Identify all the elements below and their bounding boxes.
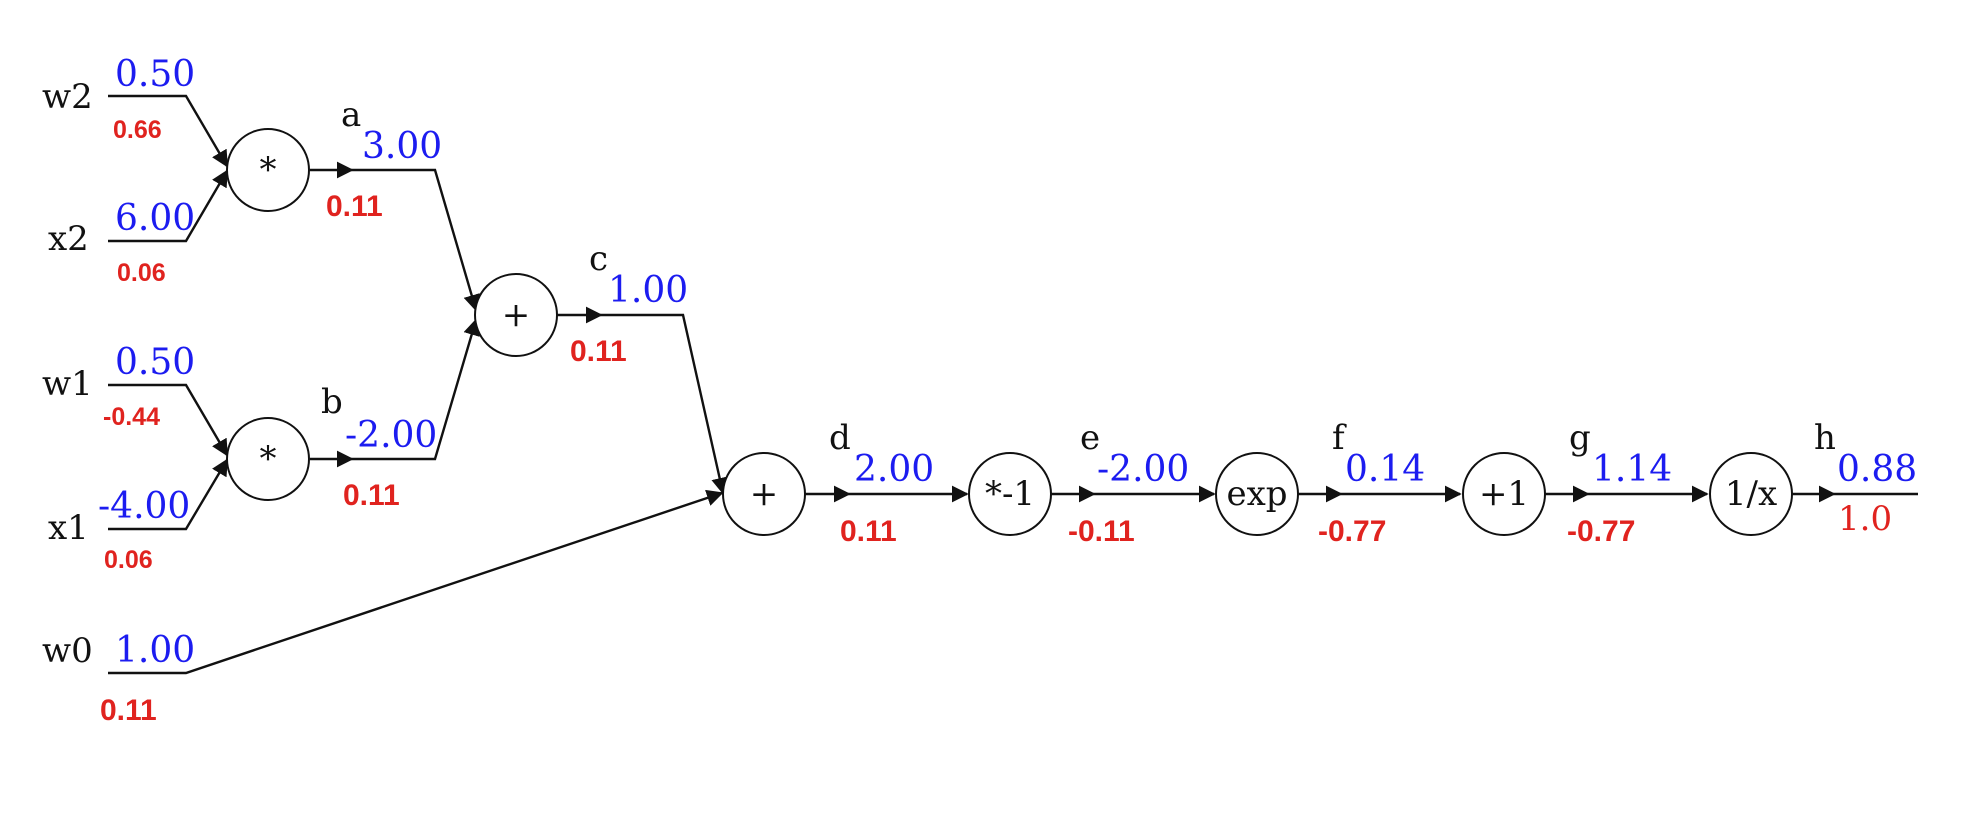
edge-x1 xyxy=(108,458,229,531)
input-x1: x1 -4.00 0.06 xyxy=(48,486,190,574)
input-w1-grad: -0.44 xyxy=(103,403,160,431)
input-x2-label: x2 xyxy=(48,219,89,259)
edge-a-grad: 0.11 xyxy=(326,190,383,223)
node-add-c: + xyxy=(474,273,558,357)
edge-c xyxy=(601,313,728,495)
edge-e-grad: -0.11 xyxy=(1068,515,1135,548)
input-w0: w0 1.00 0.11 xyxy=(42,630,195,727)
node-mul-bottom: * xyxy=(226,417,310,501)
input-x1-value: -4.00 xyxy=(98,486,190,527)
edge-c-grad: 0.11 xyxy=(570,335,627,368)
edge-b-grad: 0.11 xyxy=(343,479,400,512)
node-recip-label: 1/x xyxy=(1725,474,1777,514)
edge-x2 xyxy=(108,169,229,243)
edge-w1 xyxy=(108,383,229,457)
edge-d-grad: 0.11 xyxy=(840,515,897,548)
edge-f-label: f xyxy=(1332,418,1347,458)
edge-h-value: 0.88 xyxy=(1837,449,1917,490)
node-plus-one-label: +1 xyxy=(1479,474,1529,514)
edge-g-annot: g 1.14 -0.77 xyxy=(1567,418,1672,548)
edge-e-annot: e -2.00 -0.11 xyxy=(1068,418,1189,548)
edge-a xyxy=(352,168,480,312)
edge-d-annot: d 2.00 0.11 xyxy=(829,418,934,548)
input-x2: x2 6.00 0.06 xyxy=(48,198,195,287)
node-plus-one: +1 xyxy=(1462,452,1546,536)
edge-h-annot: h 0.88 1.0 xyxy=(1814,418,1917,539)
edge-w2 xyxy=(108,94,229,168)
node-add-d: + xyxy=(722,452,806,536)
input-w0-grad: 0.11 xyxy=(100,694,157,727)
input-x2-grad: 0.06 xyxy=(117,259,166,287)
edge-g-grad: -0.77 xyxy=(1567,515,1635,548)
node-recip: 1/x xyxy=(1709,452,1793,536)
input-x2-value: 6.00 xyxy=(115,198,195,239)
node-add-d-label: + xyxy=(750,474,779,514)
edge-b-value: -2.00 xyxy=(345,415,437,456)
node-exp: exp xyxy=(1215,452,1299,536)
edge-c-annot: c 1.00 0.11 xyxy=(570,239,688,368)
edge-a-annot: a 3.00 0.11 xyxy=(326,95,442,223)
edge-h-grad: 1.0 xyxy=(1838,499,1892,539)
edge-g-value: 1.14 xyxy=(1592,449,1672,490)
node-mul-bottom-label: * xyxy=(260,439,277,479)
edge-d-value: 2.00 xyxy=(854,449,934,490)
edge-f-grad: -0.77 xyxy=(1318,515,1386,548)
edge-b xyxy=(352,318,480,461)
input-w2: w2 0.50 0.66 xyxy=(42,54,195,144)
input-w0-value: 1.00 xyxy=(115,630,195,671)
edge-f-value: 0.14 xyxy=(1345,449,1425,490)
input-w1-label: w1 xyxy=(42,364,93,404)
edge-b-label: b xyxy=(321,382,343,422)
input-x1-grad: 0.06 xyxy=(104,546,153,574)
edge-w0 xyxy=(108,489,724,675)
edge-a-value: 3.00 xyxy=(362,126,442,167)
node-exp-label: exp xyxy=(1226,474,1287,514)
input-w0-label: w0 xyxy=(42,631,93,671)
node-mul-top-label: * xyxy=(260,150,277,190)
node-add-c-label: + xyxy=(502,295,531,335)
node-mul-top: * xyxy=(226,128,310,212)
node-neg: *-1 xyxy=(968,452,1052,536)
input-lines xyxy=(108,94,724,675)
input-w2-value: 0.50 xyxy=(115,54,195,95)
edge-c-label: c xyxy=(589,239,608,279)
input-x1-label: x1 xyxy=(48,508,89,548)
edge-e-value: -2.00 xyxy=(1097,449,1189,490)
edge-h-label: h xyxy=(1814,418,1836,458)
edge-g-label: g xyxy=(1569,418,1591,458)
internal-edges xyxy=(310,161,1918,503)
edge-b-annot: b -2.00 0.11 xyxy=(321,382,437,512)
edge-e-label: e xyxy=(1080,418,1100,458)
input-w2-grad: 0.66 xyxy=(113,116,162,144)
input-w1-value: 0.50 xyxy=(115,342,195,383)
edge-d-label: d xyxy=(829,418,851,458)
edge-f-annot: f 0.14 -0.77 xyxy=(1318,418,1425,548)
input-w2-label: w2 xyxy=(42,77,93,117)
input-w1: w1 0.50 -0.44 xyxy=(42,342,195,431)
node-neg-label: *-1 xyxy=(985,474,1035,514)
edge-a-label: a xyxy=(341,95,361,135)
edge-c-value: 1.00 xyxy=(608,270,688,311)
